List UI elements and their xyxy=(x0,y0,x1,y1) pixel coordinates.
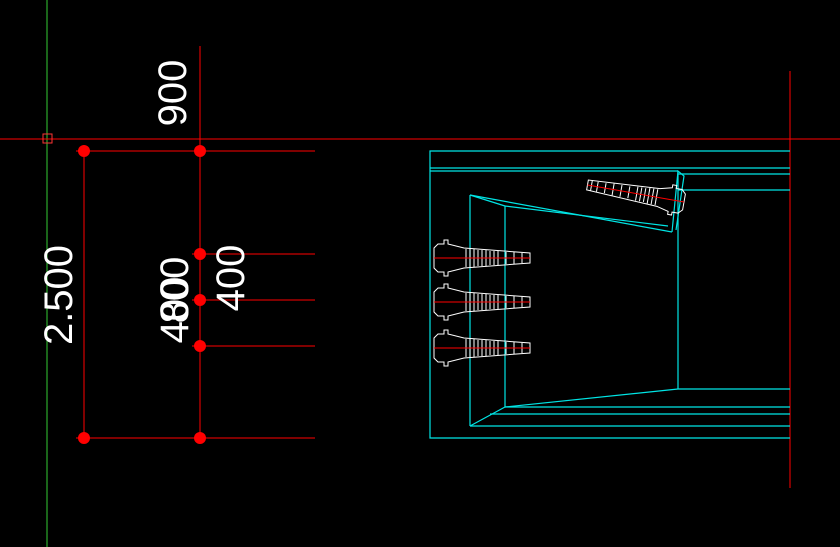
dimension-chain[interactable] xyxy=(76,46,315,439)
red-circle-grip-icon[interactable] xyxy=(194,294,206,306)
grip-points[interactable] xyxy=(78,145,206,444)
bolt-anchor-icon[interactable] xyxy=(433,170,687,367)
hook-tip xyxy=(671,169,685,233)
red-circle-grip-icon[interactable] xyxy=(194,340,206,352)
red-circle-grip-icon[interactable] xyxy=(194,432,206,444)
cyan-section-geometry[interactable] xyxy=(429,150,790,439)
bolt-anchor-icon[interactable] xyxy=(433,239,531,277)
slope-top-inner xyxy=(504,205,669,227)
dim-text-overall: 2.500 xyxy=(37,245,81,345)
red-circle-grip-icon[interactable] xyxy=(78,145,90,157)
dim-text-segment-c: 400 xyxy=(209,245,253,312)
bolt-anchor-icon[interactable] xyxy=(433,283,531,321)
red-circle-grip-icon[interactable] xyxy=(194,145,206,157)
dim-text-segment-a: 400 xyxy=(153,277,197,344)
dim-text-top-offset: 900 xyxy=(151,60,195,127)
dim-text-segment-b: 800 xyxy=(153,257,197,324)
red-circle-grip-icon[interactable] xyxy=(78,432,90,444)
square-ucs-marker-icon xyxy=(42,133,53,144)
slope-bottom xyxy=(504,388,679,408)
bolt-anchor-icon[interactable] xyxy=(585,170,687,217)
corner-diag-top xyxy=(469,194,506,207)
outer-frame xyxy=(429,150,790,439)
red-circle-grip-icon[interactable] xyxy=(194,248,206,260)
corner-diag-bottom xyxy=(469,406,506,427)
bolt-anchor-icon[interactable] xyxy=(433,329,531,367)
